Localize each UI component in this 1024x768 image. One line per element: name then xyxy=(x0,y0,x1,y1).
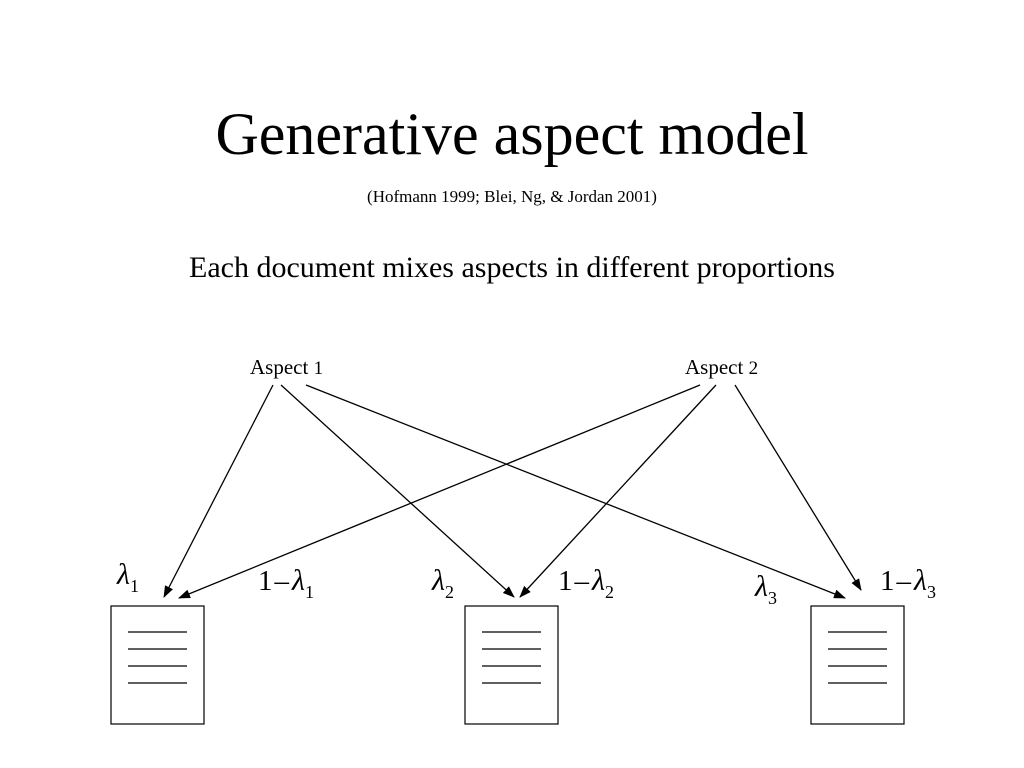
citation: (Hofmann 1999; Blei, Ng, & Jordan 2001) xyxy=(367,187,657,206)
weight-one-minus-lambda1: 1–λ1 xyxy=(258,564,314,602)
aspect-2-label: Aspect 2 xyxy=(685,355,758,379)
document-1-icon xyxy=(110,605,205,725)
weight-lambda1: λ1 xyxy=(116,558,139,596)
document-3-icon xyxy=(810,605,905,725)
document-2-icon xyxy=(464,605,559,725)
arrow-aspect2-doc2 xyxy=(519,384,717,598)
arrow-aspect2-doc3 xyxy=(734,384,862,591)
weight-one-minus-lambda3: 1–λ3 xyxy=(880,564,936,602)
aspect-1-label: Aspect 1 xyxy=(250,355,323,379)
slide-title: Generative aspect model xyxy=(215,101,809,167)
weight-lambda3: λ3 xyxy=(754,570,777,608)
weight-one-minus-lambda2: 1–λ2 xyxy=(558,564,614,602)
slide-subtitle: Each document mixes aspects in different… xyxy=(189,251,835,284)
arrow-aspect1-doc3 xyxy=(305,384,846,599)
arrow-aspect2-doc1 xyxy=(178,384,701,599)
arrow-aspect1-doc1 xyxy=(163,384,274,598)
arrow-aspect1-doc2 xyxy=(280,384,515,598)
weight-lambda2: λ2 xyxy=(431,564,454,602)
